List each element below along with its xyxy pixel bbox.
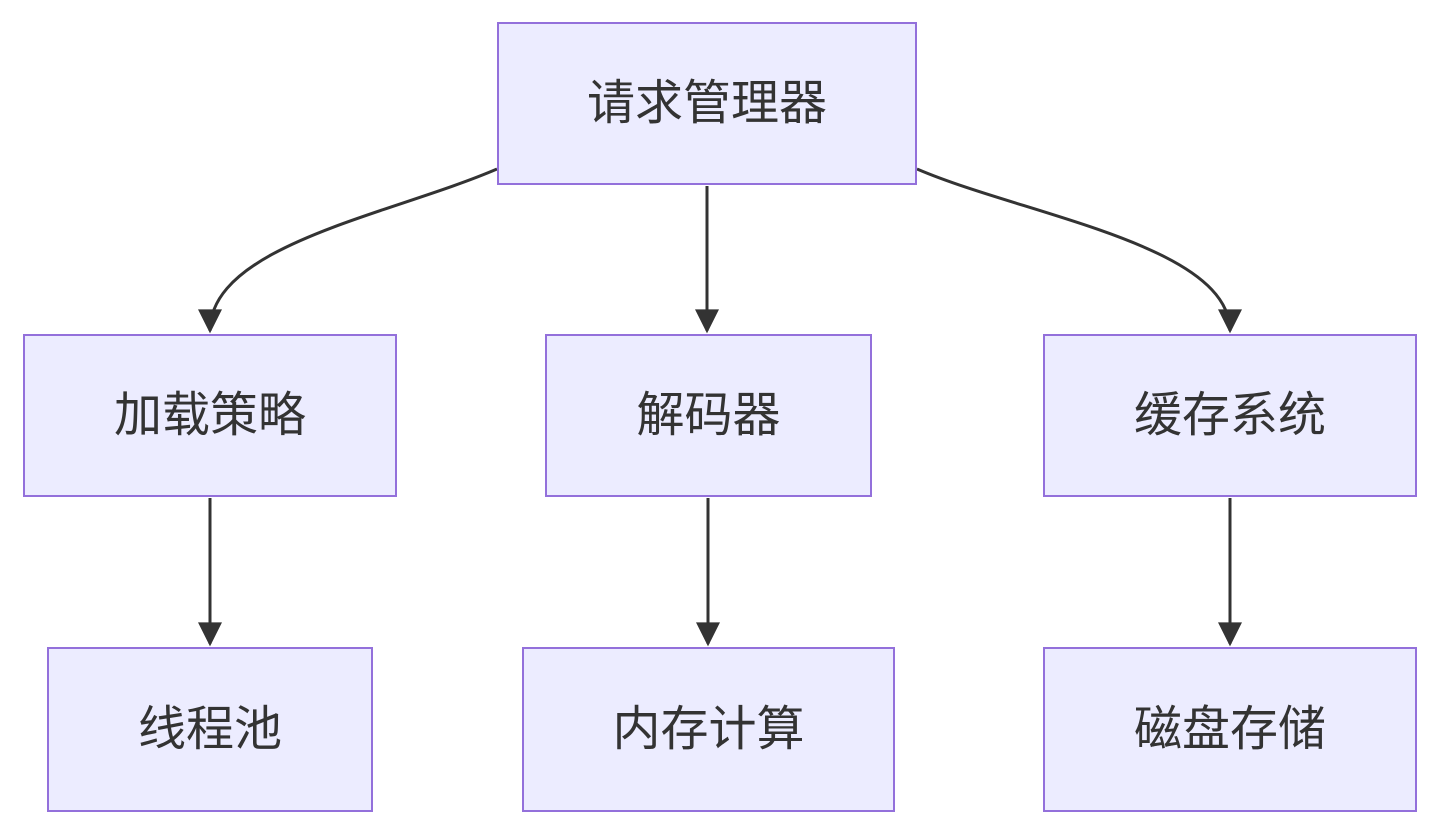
node-disk-storage-label: 磁盘存储	[1133, 702, 1326, 756]
node-cache-system: 缓存系统	[1043, 334, 1417, 497]
node-decoder-label: 解码器	[636, 388, 781, 442]
node-thread-pool: 线程池	[47, 647, 373, 812]
edge-request-manager-to-loading-strategy	[198, 167, 498, 334]
node-memory-compute: 内存计算	[522, 647, 895, 812]
node-loading-strategy-label: 加载策略	[113, 388, 306, 442]
node-memory-compute-label: 内存计算	[612, 702, 805, 756]
node-disk-storage: 磁盘存储	[1043, 647, 1417, 812]
node-request-manager: 请求管理器	[497, 22, 917, 185]
node-loading-strategy: 加载策略	[23, 334, 397, 497]
node-request-manager-label: 请求管理器	[586, 76, 827, 130]
edge-request-manager-to-cache-system	[916, 167, 1242, 334]
node-decoder: 解码器	[545, 334, 872, 497]
node-cache-system-label: 缓存系统	[1133, 388, 1326, 442]
node-thread-pool-label: 线程池	[137, 702, 282, 756]
